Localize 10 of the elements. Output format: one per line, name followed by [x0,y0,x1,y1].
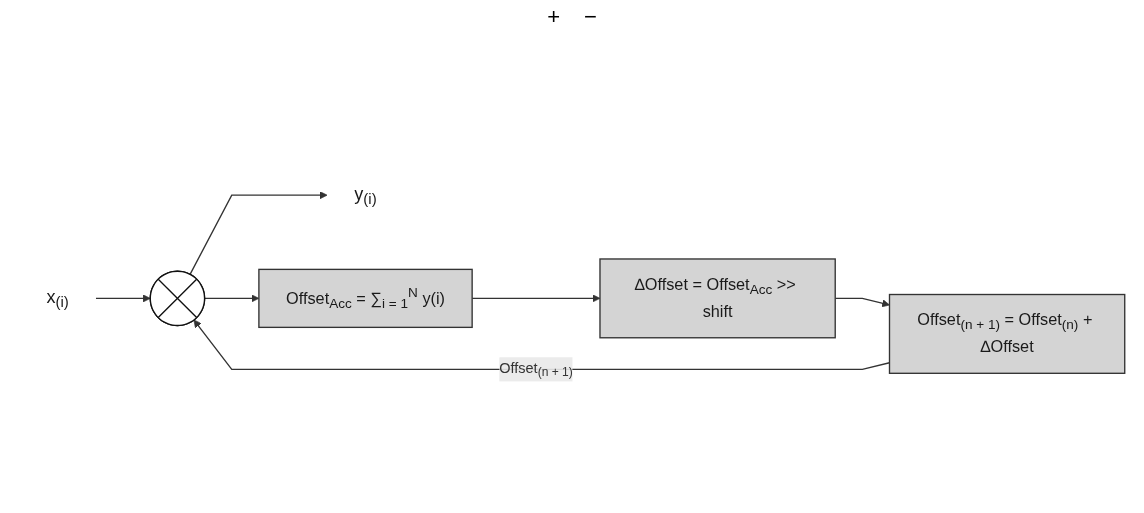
node-box: Offset$_{Acc}$ = ∑$_{i = 1}$$^{N}$ y(i) [258,268,473,328]
arrow [189,190,328,275]
node-box: Offset$_{(n + 1)}$ = Offset$_{(n)}$ + ∆Offset [888,293,1126,374]
arrow [95,293,151,302]
node-text: x$_{(i)}$ [46,286,69,311]
node-box: ∆Offset = Offset$_{Acc}$ >> shift [599,257,836,338]
edge-label: Offset$_{(n + 1)}$ [499,359,573,379]
sign-label: + [547,4,560,30]
sign-label: − [584,4,597,30]
node-text: y$_{(i)}$ [354,182,377,208]
